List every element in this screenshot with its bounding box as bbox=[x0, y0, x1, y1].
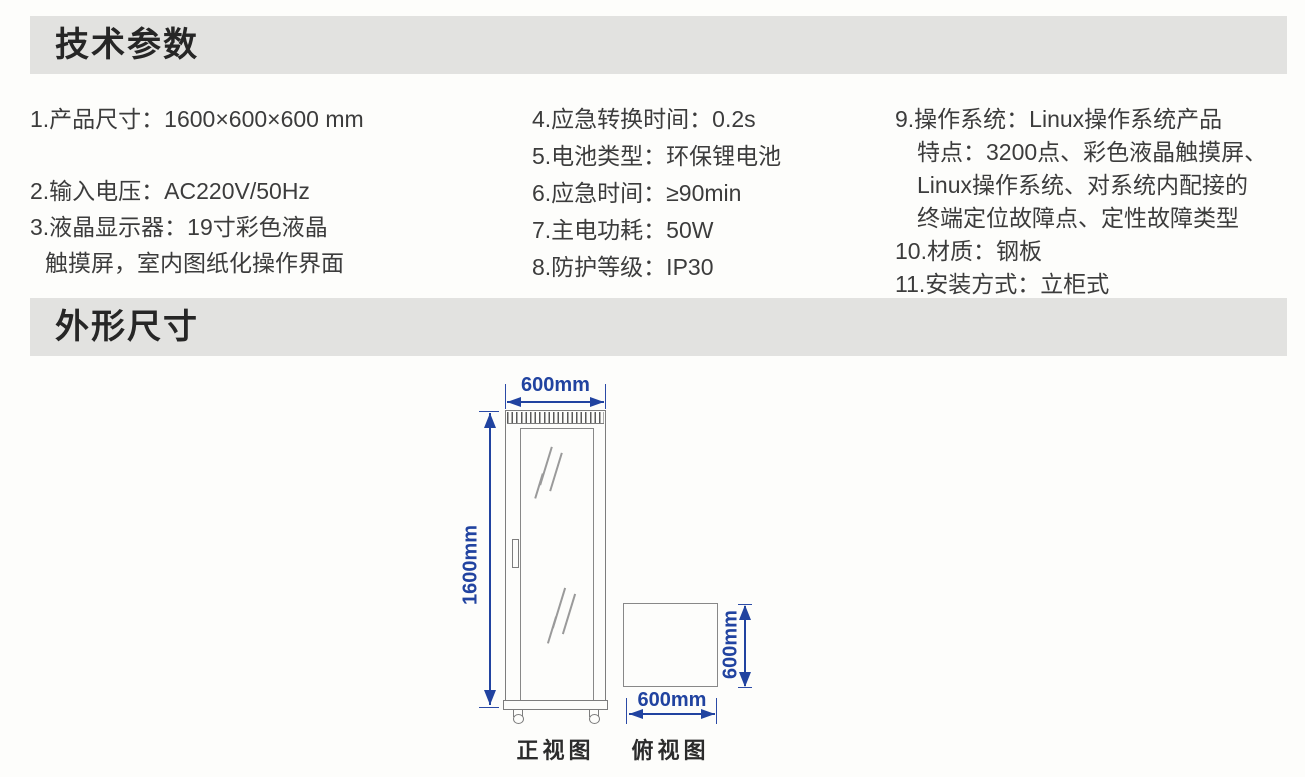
top-view-width-dimension-line bbox=[629, 713, 715, 715]
arrow-right-icon bbox=[701, 709, 715, 719]
cabinet-base bbox=[503, 700, 608, 710]
spec-item-lcd-display: 3.液晶显示器：19寸彩色液晶 bbox=[30, 214, 328, 240]
dimension-tick bbox=[479, 707, 499, 708]
section-title-tech: 技术参数 bbox=[55, 26, 199, 64]
top-view-caption: 俯视图 bbox=[631, 738, 710, 763]
spec-item-installation: 11.安装方式：立柜式 bbox=[895, 271, 1110, 297]
spec-item-os-cont-3: 终端定位故障点、定性故障类型 bbox=[917, 205, 1239, 231]
cabinet-glass-door bbox=[520, 428, 594, 701]
arrow-right-icon bbox=[590, 397, 604, 407]
spec-item-emergency-time: 6.应急时间：≥90min bbox=[532, 180, 742, 206]
spec-item-os: 9.操作系统：Linux操作系统产品 bbox=[895, 106, 1223, 132]
dimension-tick bbox=[738, 604, 752, 605]
dimension-tick bbox=[738, 687, 752, 688]
spec-item-protection-rating: 8.防护等级：IP30 bbox=[532, 254, 714, 280]
spec-column-3: 9.操作系统：Linux操作系统产品 特点：3200点、彩色液晶触摸屏、 Lin… bbox=[895, 103, 1267, 301]
front-height-dimension-label: 1600mm bbox=[459, 524, 482, 606]
front-width-dimension-line bbox=[507, 401, 604, 403]
door-handle bbox=[512, 539, 519, 568]
spec-column-2: 4.应急转换时间：0.2s 5.电池类型：环保锂电池 6.应急时间：≥90min… bbox=[532, 101, 781, 286]
cabinet-caster bbox=[589, 714, 600, 724]
cabinet-caster bbox=[513, 714, 524, 724]
dimension-tick bbox=[626, 698, 627, 724]
dimension-tick bbox=[479, 411, 499, 412]
dimension-tick bbox=[605, 384, 606, 409]
section-header-tech: 技术参数 bbox=[30, 16, 1287, 74]
cabinet-vent-grille bbox=[507, 412, 604, 424]
spacer bbox=[30, 137, 364, 173]
front-width-dimension-label: 600mm bbox=[521, 374, 590, 396]
spec-item-product-size: 1.产品尺寸：1600×600×600 mm bbox=[30, 106, 364, 132]
arrow-left-icon bbox=[629, 709, 643, 719]
front-height-dimension-line bbox=[489, 413, 491, 705]
dimension-tick bbox=[505, 384, 506, 409]
arrow-left-icon bbox=[507, 397, 521, 407]
section-title-dimensions: 外形尺寸 bbox=[55, 308, 199, 346]
dimension-tick bbox=[716, 698, 717, 724]
spec-item-switch-time: 4.应急转换时间：0.2s bbox=[532, 106, 756, 132]
spec-item-input-voltage: 2.输入电压：AC220V/50Hz bbox=[30, 178, 310, 204]
spec-item-lcd-display-cont: 触摸屏，室内图纸化操作界面 bbox=[45, 250, 344, 276]
spec-item-battery-type: 5.电池类型：环保锂电池 bbox=[532, 143, 782, 169]
top-view-width-dimension-label: 600mm bbox=[637, 689, 707, 711]
arrow-down-icon bbox=[739, 672, 751, 687]
spec-item-os-cont-1: 特点：3200点、彩色液晶触摸屏、 bbox=[917, 139, 1268, 165]
front-view-caption: 正视图 bbox=[516, 738, 595, 763]
spec-column-1: 1.产品尺寸：1600×600×600 mm 2.输入电压：AC220V/50H… bbox=[30, 101, 364, 281]
spec-item-power-consumption: 7.主电功耗：50W bbox=[532, 217, 714, 243]
arrow-down-icon bbox=[484, 690, 496, 705]
arrow-up-icon bbox=[484, 413, 496, 428]
top-view-depth-dimension-line bbox=[744, 606, 746, 686]
section-header-dimensions: 外形尺寸 bbox=[30, 298, 1287, 356]
arrow-up-icon bbox=[739, 605, 751, 620]
spec-item-os-cont-2: Linux操作系统、对系统内配接的 bbox=[917, 172, 1248, 198]
cabinet-top-view-outline bbox=[623, 603, 718, 687]
spec-item-material: 10.材质：钢板 bbox=[895, 238, 1042, 264]
